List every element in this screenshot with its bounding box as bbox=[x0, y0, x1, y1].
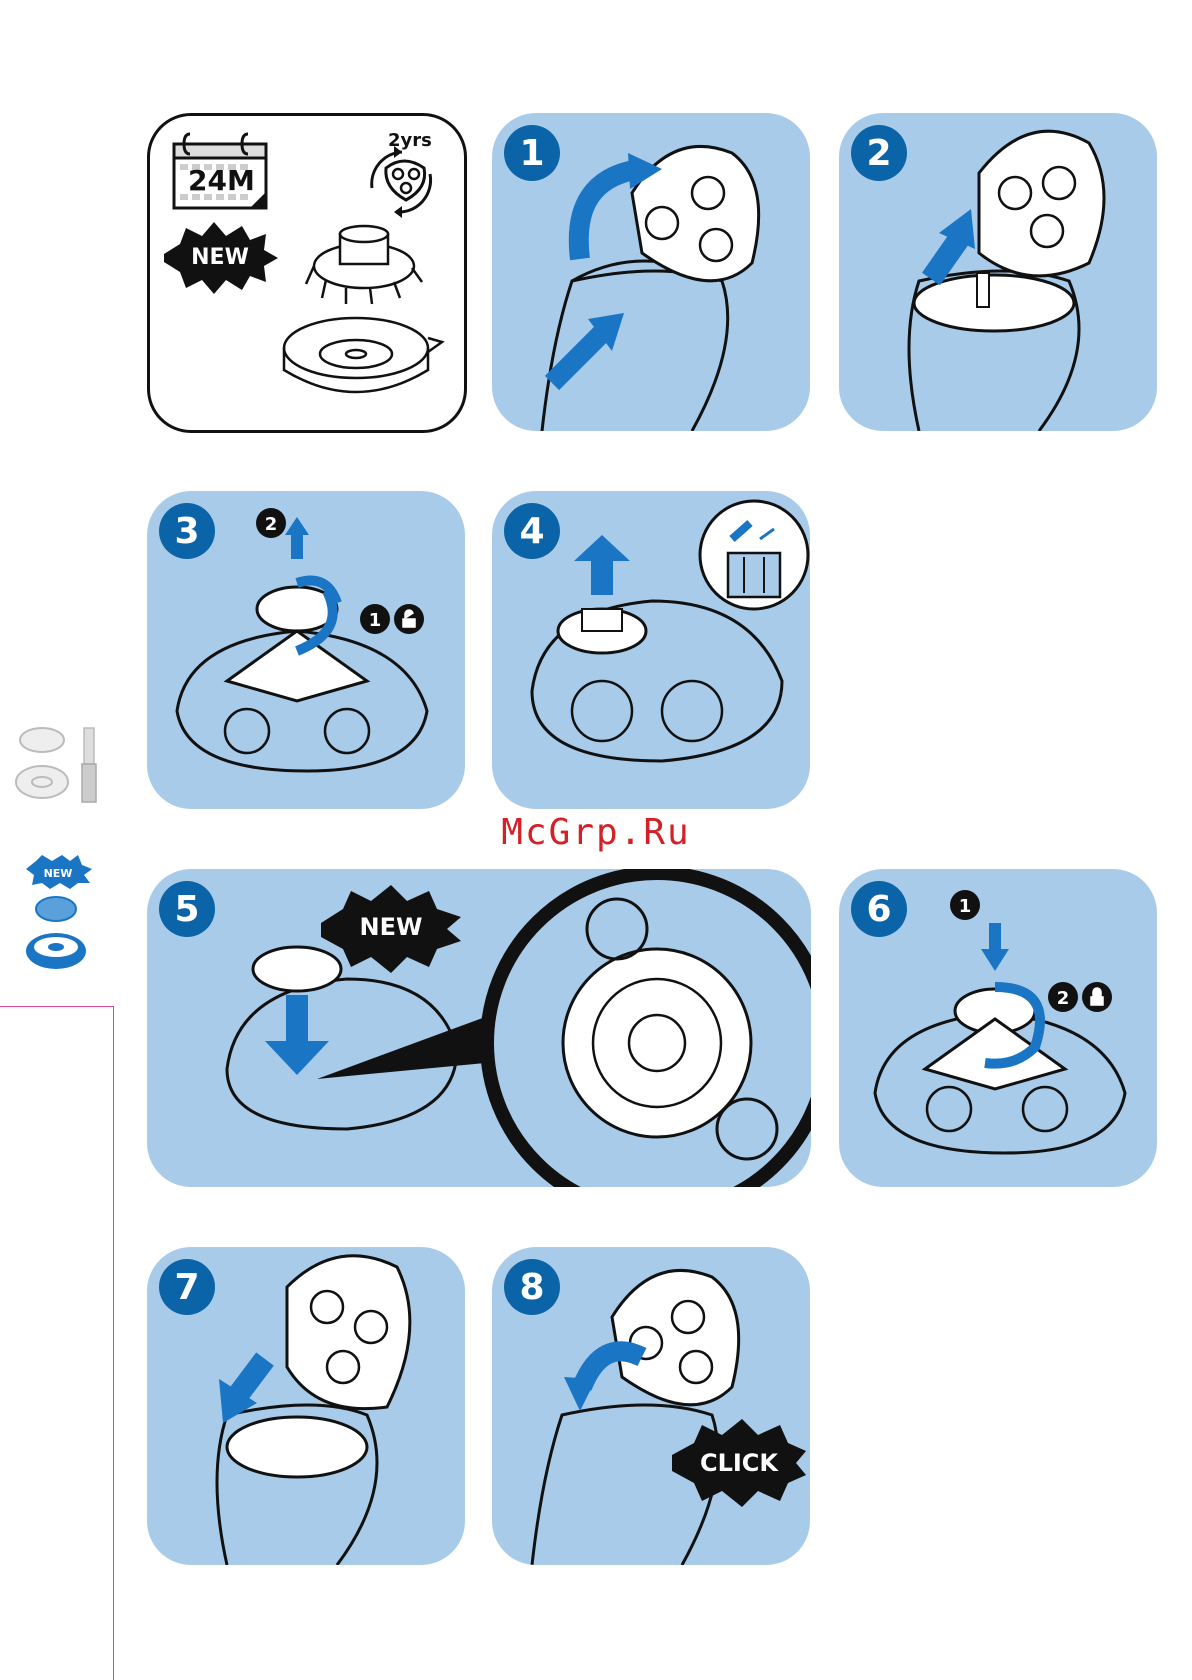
step-7-panel: 7 bbox=[147, 1247, 465, 1565]
step-5-illustration: NEW bbox=[147, 869, 811, 1187]
replace-cycle-icon bbox=[372, 146, 431, 218]
lift-arrow-icon bbox=[285, 517, 309, 535]
step-2-illustration bbox=[839, 113, 1157, 431]
sub-step-label: 1 bbox=[959, 896, 972, 917]
sidebar-clean-icons bbox=[14, 722, 114, 812]
calendar-label: 24M bbox=[188, 164, 255, 197]
sub-step-label: 1 bbox=[369, 610, 382, 631]
click-badge: CLICK bbox=[700, 1449, 779, 1477]
step-5-panel: 5 NEW bbox=[147, 869, 811, 1187]
step-5-new-badge: NEW bbox=[360, 913, 423, 941]
intro-new-badge: NEW bbox=[191, 245, 249, 270]
step-1-illustration bbox=[492, 113, 810, 431]
intro-illustration: 24M 2yrs NEW bbox=[150, 116, 464, 430]
dispose-icon bbox=[700, 501, 808, 609]
step-3-panel: 3 2 1 bbox=[147, 491, 465, 809]
guard-icon bbox=[284, 318, 442, 392]
sidebar-new-badge: NEW bbox=[44, 867, 73, 880]
shaving-unit-icon bbox=[612, 1270, 739, 1404]
cycle-label: 2yrs bbox=[388, 130, 432, 151]
cutter-detail-icon bbox=[487, 873, 811, 1187]
step-4-illustration bbox=[492, 491, 810, 809]
step-3-illustration: 2 1 bbox=[147, 491, 465, 809]
step-6-panel: 6 1 2 bbox=[839, 869, 1157, 1187]
guide-line bbox=[0, 1006, 114, 1680]
step-4-panel: 4 bbox=[492, 491, 810, 809]
cutter-icon bbox=[306, 226, 422, 304]
new-parts-icon: NEW bbox=[24, 855, 94, 975]
watermark: McGrp.Ru bbox=[0, 812, 1192, 853]
intro-panel: 24M 2yrs NEW bbox=[147, 113, 467, 433]
sub-step-label: 2 bbox=[1057, 988, 1070, 1009]
step-1-panel: 1 bbox=[492, 113, 810, 431]
shaving-unit-icon bbox=[979, 131, 1104, 276]
cleaning-kit-icon bbox=[14, 722, 114, 812]
shaving-unit-icon bbox=[287, 1256, 410, 1409]
step-8-panel: 8 CLICK bbox=[492, 1247, 810, 1565]
sub-step-label: 2 bbox=[265, 514, 278, 535]
step-2-panel: 2 bbox=[839, 113, 1157, 431]
step-8-illustration: CLICK bbox=[492, 1247, 810, 1565]
step-6-illustration: 1 2 bbox=[839, 869, 1157, 1187]
sidebar-new-icons: NEW bbox=[24, 855, 94, 975]
step-7-illustration bbox=[147, 1247, 465, 1565]
